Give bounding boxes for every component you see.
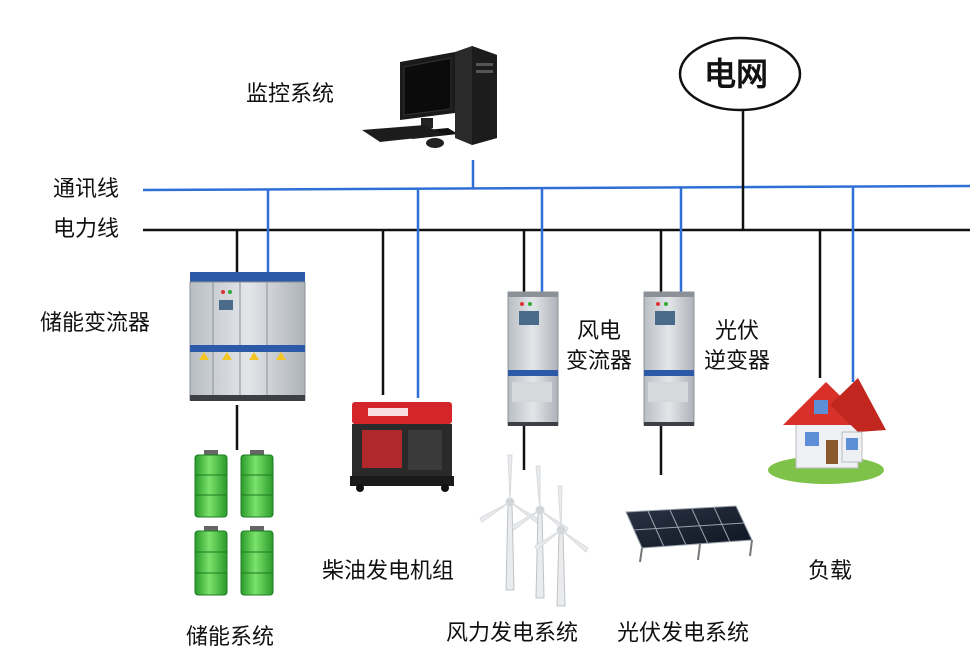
- pv-inverter-label-line1: 光伏: [715, 319, 760, 344]
- storage-system-label: 储能系统: [186, 625, 275, 650]
- wind-power-system-label: 风力发电系统: [446, 621, 579, 646]
- pv-inverter-label: 光伏 逆变器: [704, 317, 770, 376]
- storage-converter-label: 储能变流器: [40, 311, 151, 336]
- wind-converter-label: 风电 变流器: [566, 317, 632, 376]
- wind-turbine-icon-3: [534, 485, 589, 607]
- battery-icon-1: [194, 450, 228, 518]
- grid-label: 电网: [704, 55, 769, 93]
- comm-line-label: 通讯线: [53, 177, 120, 202]
- diesel-generator-icon: [350, 402, 454, 492]
- wind-converter-cabinet: [507, 291, 559, 426]
- battery-icon-3: [194, 526, 228, 596]
- diesel-generator-label: 柴油发电机组: [322, 559, 455, 584]
- battery-icon-4: [240, 526, 274, 596]
- house-icon: [768, 378, 886, 484]
- wind-turbine-icon-1: [479, 454, 541, 591]
- storage-converter-cabinet: [189, 272, 306, 401]
- battery-icon-2: [240, 450, 274, 518]
- computer-icon: [362, 46, 497, 148]
- pv-power-system-label: 光伏发电系统: [617, 621, 750, 646]
- communication-bus-line: [142, 184, 970, 192]
- pv-inverter-label-line2: 逆变器: [704, 348, 771, 374]
- power-line-label: 电力线: [53, 217, 120, 242]
- pv-panel-icon: [625, 505, 753, 563]
- grid-ellipse: [678, 36, 802, 112]
- load-label: 负载: [808, 559, 853, 584]
- pv-inverter-cabinet: [643, 291, 695, 426]
- wind-converter-label-line1: 风电: [577, 319, 622, 344]
- wind-converter-label-line2: 变流器: [566, 348, 633, 374]
- monitoring-system-label: 监控系统: [246, 82, 335, 107]
